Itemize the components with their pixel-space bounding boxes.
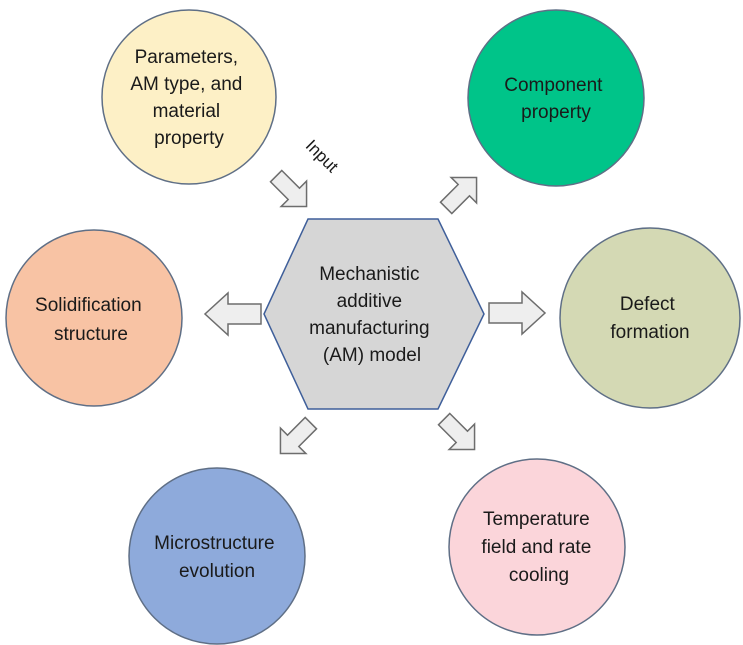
input-label: Input	[302, 136, 342, 176]
microstructure-label: Microstructure evolution	[154, 533, 280, 582]
arrow-to-temperature	[437, 412, 476, 451]
defect-label: Defect formation	[610, 294, 689, 343]
arrow-to-microstructure	[279, 416, 318, 455]
solidification-label: Solidification structure	[35, 295, 147, 345]
center-model-label: Mechanistic additive manufacturing (AM) …	[309, 264, 435, 366]
solidification-node	[5, 229, 183, 407]
component-node	[467, 9, 645, 187]
parameters-label: Parameters, AM type, and material proper…	[130, 47, 247, 149]
arrow-to-defect	[488, 290, 547, 336]
arrow-to-component	[439, 176, 478, 215]
parameters-node	[101, 9, 277, 185]
microstructure-node	[128, 467, 306, 645]
defect-node	[559, 227, 741, 409]
input-arrow	[269, 169, 308, 208]
temperature-node	[448, 458, 626, 636]
temperature-label: Temperature field and rate cooling	[481, 509, 596, 586]
arrow-to-solidification	[203, 291, 262, 337]
center-model-node	[263, 218, 485, 410]
component-label: Component property	[504, 75, 608, 123]
